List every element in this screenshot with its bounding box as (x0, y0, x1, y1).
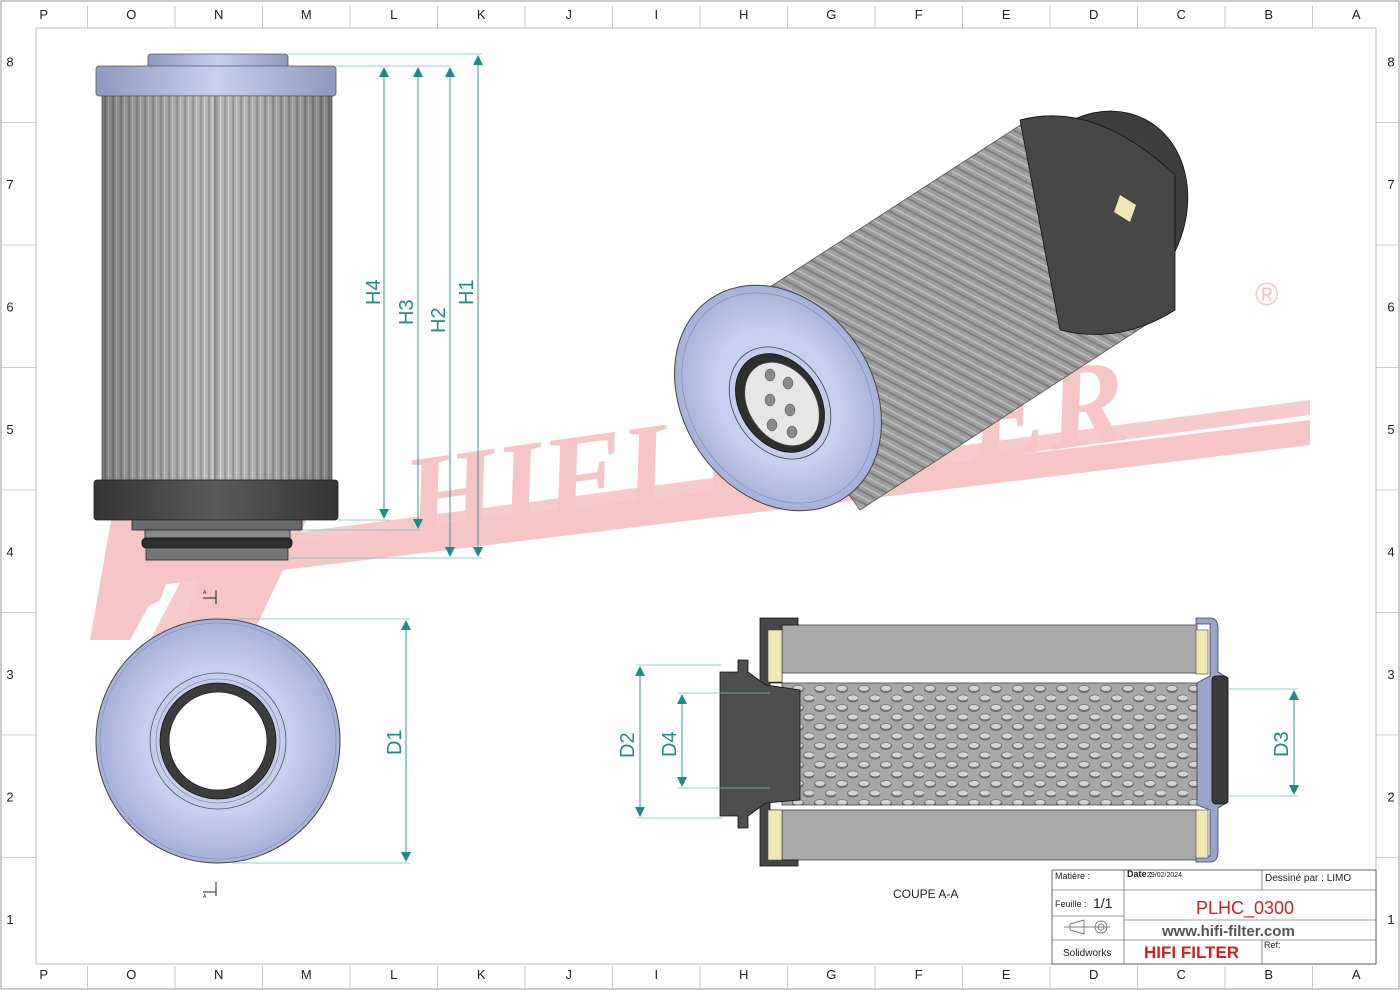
grid-letter-bottom-j: J (566, 967, 573, 982)
grid-number-left-6: 6 (6, 299, 13, 314)
dim-label-h1: H1 (456, 279, 478, 305)
tb-website: www.hifi-filter.com (1161, 923, 1295, 940)
grid-number-right-3: 3 (1387, 667, 1394, 682)
grid-letter-bottom-o: O (126, 967, 136, 982)
grid-letter-bottom-f: F (915, 967, 923, 982)
grid-letter-top-i: I (654, 7, 658, 22)
grid-letter-top-k: K (477, 7, 486, 22)
grid-number-right-2: 2 (1387, 789, 1394, 804)
section-mark-top: A (203, 590, 217, 604)
grid-numbers-left: 8 7 6 5 4 3 2 1 (0, 54, 36, 927)
svg-text:A: A (203, 894, 207, 900)
grid-number-left-1: 1 (6, 912, 13, 927)
grid-letter-bottom-c: C (1177, 967, 1186, 982)
grid-letter-bottom-k: K (477, 967, 486, 982)
grid-letter-top-j: J (566, 7, 573, 22)
dim-lines-h (379, 55, 483, 557)
grid-letter-bottom-a: A (1352, 967, 1361, 982)
grid-number-right-4: 4 (1387, 544, 1394, 559)
grid-letter-bottom-m: M (301, 967, 312, 982)
grid-letter-top-m: M (301, 7, 312, 22)
grid-letter-bottom-l: L (390, 967, 397, 982)
front-view-dimensions (288, 53, 482, 559)
grid-letter-bottom-h: H (739, 967, 748, 982)
grid-number-right-5: 5 (1387, 422, 1394, 437)
dim-label-d3: D3 (1271, 731, 1293, 757)
grid-letter-top-f: F (915, 7, 923, 22)
front-view (93, 53, 339, 561)
grid-letter-bottom-i: I (654, 967, 658, 982)
grid-number-left-3: 3 (6, 667, 13, 682)
dim-label-h4: H4 (363, 279, 385, 305)
dim-label-d4: D4 (659, 731, 681, 757)
grid-letter-bottom-d: D (1089, 967, 1098, 982)
grid-number-right-8: 8 (1387, 54, 1394, 69)
grid-number-left-4: 4 (6, 544, 13, 559)
grid-letter-bottom-e: E (1002, 967, 1011, 982)
grid-letter-top-c: C (1177, 7, 1186, 22)
grid-letter-top-p: P (39, 7, 48, 22)
tb-material-label: Matière : (1055, 871, 1090, 881)
grid-letter-bottom-n: N (214, 967, 223, 982)
grid-number-left-2: 2 (6, 789, 13, 804)
title-block: Matière : Date : 29/02/2024 Dessiné par … (1051, 869, 1377, 965)
tb-software: Solidworks (1063, 948, 1111, 959)
tb-drawn-by: Dessiné par : LIMO (1265, 873, 1351, 884)
dim-label-h3: H3 (396, 299, 418, 325)
grid-letter-bottom-p: P (39, 967, 48, 982)
grid-letter-top-a: A (1352, 7, 1361, 22)
grid-number-right-7: 7 (1387, 177, 1394, 192)
dim-label-d1: D1 (384, 729, 406, 755)
section-mark-bottom: A (203, 882, 217, 900)
dim-label-h2: H2 (428, 307, 450, 333)
grid-letter-top-e: E (1002, 7, 1011, 22)
isometric-view (674, 110, 1189, 512)
perforation-holes (764, 368, 798, 439)
grid-number-left-5: 5 (6, 422, 13, 437)
tb-date-label: Date : (1127, 869, 1152, 879)
grid-letter-top-b: B (1264, 7, 1273, 22)
tb-date-value: 29/02/2024 (1147, 872, 1182, 879)
grid-numbers-right: 8 7 6 5 4 3 2 1 (1376, 54, 1400, 927)
grid-number-left-8: 8 (6, 54, 13, 69)
grid-number-left-7: 7 (6, 177, 13, 192)
grid-letter-top-h: H (739, 7, 748, 22)
end-view (95, 618, 341, 864)
end-view-dimensions: D1 (232, 618, 411, 864)
grid-letter-top-n: N (214, 7, 223, 22)
grid-letter-top-o: O (126, 7, 136, 22)
dim-label-d2: D2 (617, 732, 639, 758)
tb-brand: HIFI FILTER (1144, 943, 1239, 962)
grid-letter-bottom-b: B (1264, 967, 1273, 982)
svg-text:A: A (203, 590, 207, 596)
section-view (719, 617, 1229, 867)
watermark-registered: ® (1255, 276, 1279, 312)
grid-number-right-1: 1 (1387, 912, 1394, 927)
tb-part-code: PLHC_0300 (1196, 898, 1294, 919)
grid-letter-top-g: G (826, 7, 836, 22)
grid-number-right-6: 6 (1387, 299, 1394, 314)
tb-sheet-value: 1/1 (1093, 895, 1113, 911)
section-caption: COUPE A-A (893, 887, 958, 901)
grid-letter-top-d: D (1089, 7, 1098, 22)
tb-ref-label: Ref: (1264, 940, 1281, 950)
tb-sheet-label: Feuille : (1055, 899, 1087, 909)
grid-letter-bottom-g: G (826, 967, 836, 982)
section-dimensions: D2 D4 D3 (617, 664, 1299, 819)
projection-symbol-icon (1064, 919, 1110, 935)
grid-letter-top-l: L (390, 7, 397, 22)
